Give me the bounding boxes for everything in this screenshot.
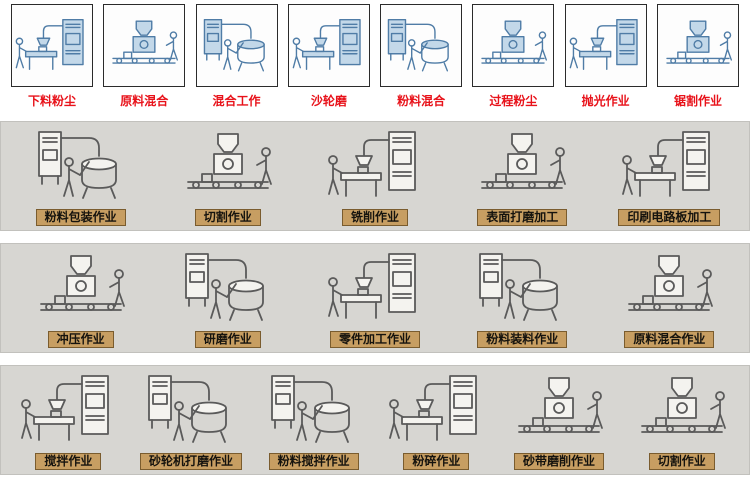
scenario-cell: 锯割作业 [654, 4, 742, 109]
application-cell: 粉料包装作业 [7, 126, 154, 226]
application-label: 切割作业 [648, 453, 715, 470]
scenario-cell: 原料混合 [100, 4, 188, 109]
machine-scene-icon [619, 248, 719, 328]
machine-scene-icon [198, 15, 276, 77]
application-cell: 切割作业 [154, 126, 301, 226]
scenario-label: 过程粉尘 [489, 94, 538, 108]
machine-scene-icon [474, 15, 552, 77]
application-cell: 原料混合作业 [596, 248, 743, 348]
scenario-thumbnail [103, 4, 186, 87]
dust-scenarios-row: 下料粉尘 原料混合 混合工作 沙轮磨 粉料混合 [0, 0, 750, 109]
application-label: 砂带磨削作业 [514, 453, 605, 470]
scenario-thumbnail [380, 4, 463, 87]
application-cell: 研磨作业 [154, 248, 301, 348]
application-cell: 粉料搅拌作业 [252, 370, 375, 470]
scenario-cell: 过程粉尘 [469, 4, 557, 109]
scenario-label: 下料粉尘 [27, 94, 76, 108]
scenario-label: 混合工作 [212, 94, 261, 108]
application-label: 切割作业 [194, 209, 261, 226]
machine-scene-icon [325, 248, 425, 328]
machine-scene-icon [472, 126, 572, 206]
application-cell: 粉碎作业 [375, 370, 498, 470]
scenario-cell: 沙轮磨 [285, 4, 373, 109]
scenario-cell: 下料粉尘 [8, 4, 96, 109]
machine-scene-icon [290, 15, 368, 77]
application-label: 冲压作业 [47, 331, 114, 348]
machine-scene-icon [31, 126, 131, 206]
machine-scene-icon [619, 126, 719, 206]
scenario-thumbnail [287, 4, 370, 87]
application-cell: 表面打磨加工 [449, 126, 596, 226]
scenario-thumbnail [656, 4, 739, 87]
machine-scene-icon [264, 370, 364, 450]
machine-scene-icon [18, 370, 118, 450]
application-label: 砂轮机打磨作业 [140, 453, 243, 470]
application-cell: 冲压作业 [7, 248, 154, 348]
scenario-label: 沙轮磨 [310, 94, 347, 108]
scenario-thumbnail [11, 4, 93, 87]
machine-scene-icon [382, 15, 460, 77]
application-label: 搅拌作业 [35, 453, 102, 470]
scenario-cell: 混合工作 [193, 4, 281, 109]
machine-scene-icon [659, 15, 737, 77]
application-row-3: 搅拌作业 砂轮机打磨作业 粉料搅拌作业 粉碎作业 砂带磨削作业 切割作业 [0, 365, 750, 475]
application-label: 零件加工作业 [330, 331, 421, 348]
machine-scene-icon [567, 15, 645, 77]
scenario-thumbnail [564, 4, 647, 87]
machine-scene-icon [386, 370, 486, 450]
application-label: 原料混合作业 [624, 331, 715, 348]
application-label: 粉料装料作业 [477, 331, 568, 348]
application-label: 粉碎作业 [403, 453, 470, 470]
machine-scene-icon [325, 126, 425, 206]
application-row-1: 粉料包装作业 切割作业 铣削作业 表面打磨加工 印刷电路板加工 [0, 121, 750, 231]
scenario-label: 粉料混合 [397, 94, 446, 108]
application-cell: 零件加工作业 [301, 248, 448, 348]
machine-scene-icon [178, 248, 278, 328]
application-label: 研磨作业 [194, 331, 261, 348]
application-label: 粉料搅拌作业 [268, 453, 359, 470]
scenario-cell: 抛光作业 [562, 4, 650, 109]
application-cell: 砂轮机打磨作业 [130, 370, 253, 470]
machine-scene-icon [31, 248, 131, 328]
scenario-cell: 粉料混合 [377, 4, 465, 109]
machine-scene-icon [141, 370, 241, 450]
application-label: 铣削作业 [342, 209, 409, 226]
machine-scene-icon [178, 126, 278, 206]
application-label: 印刷电路板加工 [618, 209, 721, 226]
machine-scene-icon [509, 370, 609, 450]
application-cell: 铣削作业 [301, 126, 448, 226]
application-row-2: 冲压作业 研磨作业 零件加工作业 粉料装料作业 原料混合作业 [0, 243, 750, 353]
scenario-thumbnail [195, 4, 278, 87]
application-label: 粉料包装作业 [35, 209, 126, 226]
application-cell: 搅拌作业 [7, 370, 130, 470]
machine-scene-icon [13, 15, 91, 77]
machine-scene-icon [632, 370, 732, 450]
machine-scene-icon [105, 15, 183, 77]
scenario-thumbnail [472, 4, 555, 87]
scenario-label: 锯割作业 [673, 94, 722, 108]
application-label: 表面打磨加工 [477, 209, 568, 226]
application-cell: 粉料装料作业 [449, 248, 596, 348]
application-cell: 砂带磨削作业 [498, 370, 621, 470]
scenario-label: 抛光作业 [581, 94, 630, 108]
application-cell: 切割作业 [620, 370, 743, 470]
scenario-label: 原料混合 [120, 94, 169, 108]
machine-scene-icon [472, 248, 572, 328]
application-cell: 印刷电路板加工 [596, 126, 743, 226]
